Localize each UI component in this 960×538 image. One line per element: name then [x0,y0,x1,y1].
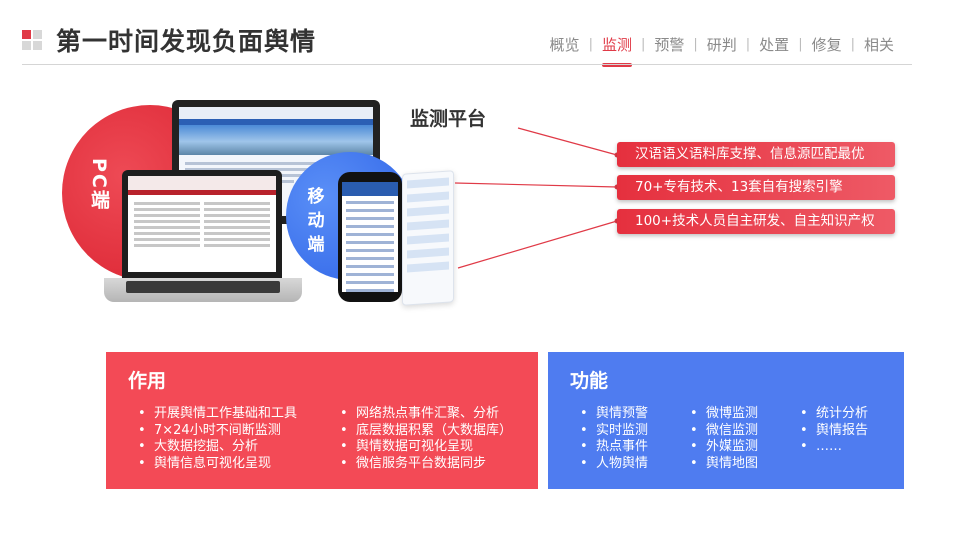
list-item: 舆情地图 [686,456,758,473]
list-item: 统计分析 [796,406,868,423]
list-item: 实时监测 [576,423,648,440]
header-divider [22,64,912,65]
role-panel-title: 作用 [128,370,167,392]
feature-badge: 70+专有技术、13套自有搜索引擎 [617,175,895,200]
tab-analysis[interactable]: 研判 [706,36,737,54]
logo-squares [22,30,44,52]
list-item: 舆情信息可视化呈现 [134,456,297,473]
laptop-base [104,278,302,302]
list-item: 7×24小时不间断监测 [134,423,297,440]
list-item: 开展舆情工作基础和工具 [134,406,297,423]
nav-separator: | [798,37,803,52]
role-list-right: 网络热点事件汇聚、分析 底层数据积累（大数据库） 舆情数据可视化呈现 微信服务平… [336,406,512,472]
list-item: 微信监测 [686,423,758,440]
list-item: 舆情报告 [796,423,868,440]
list-item: 舆情数据可视化呈现 [336,439,512,456]
list-item: 网络热点事件汇聚、分析 [336,406,512,423]
mobile-label: 移动端 [307,187,325,255]
nav-separator: | [745,37,751,52]
list-item: 大数据挖掘、分析 [134,439,297,456]
feature-badge: 汉语语义语料库支撑、信息源匹配最优 [617,142,895,167]
feature-badge: 100+技术人员自主研发、自主知识产权 [617,209,895,234]
nav-separator: | [640,37,646,52]
nav-separator: | [693,37,698,52]
top-nav: 概览 | 监测 | 预警 | 研判 | 处置 | 修复 | 相关 [549,34,894,67]
tab-alert[interactable]: 预警 [654,36,685,54]
tab-overview[interactable]: 概览 [549,36,580,54]
platform-label: 监测平台 [410,108,487,130]
nav-separator: | [850,37,855,52]
function-list-2: 微博监测 微信监测 外媒监测 舆情地图 [686,406,758,472]
role-panel: 作用 开展舆情工作基础和工具 7×24小时不间断监测 大数据挖掘、分析 舆情信息… [106,352,538,489]
function-list-3: 统计分析 舆情报告 …… [796,406,868,456]
list-item: 微博监测 [686,406,758,423]
function-panel: 功能 舆情预警 实时监测 热点事件 人物舆情 微博监测 微信监测 外媒监测 舆情… [548,352,904,489]
function-list-1: 舆情预警 实时监测 热点事件 人物舆情 [576,406,648,472]
role-list-left: 开展舆情工作基础和工具 7×24小时不间断监测 大数据挖掘、分析 舆情信息可视化… [134,406,297,472]
list-item: 舆情预警 [576,406,648,423]
pc-label: PC端 [88,158,110,211]
tab-handling[interactable]: 处置 [759,36,790,54]
list-item: 微信服务平台数据同步 [336,456,512,473]
function-panel-title: 功能 [570,370,609,392]
page-title: 第一时间发现负面舆情 [56,27,317,56]
tab-related[interactable]: 相关 [863,36,894,54]
tab-repair[interactable]: 修复 [811,36,842,54]
list-item: 外媒监测 [686,439,758,456]
list-item: 人物舆情 [576,456,648,473]
list-item: …… [796,439,868,456]
phone-image [338,172,402,302]
list-item: 底层数据积累（大数据库） [336,423,512,440]
list-item: 热点事件 [576,439,648,456]
laptop-image [122,170,282,278]
nav-separator: | [588,37,593,52]
tab-monitor[interactable]: 监测 [601,36,632,67]
